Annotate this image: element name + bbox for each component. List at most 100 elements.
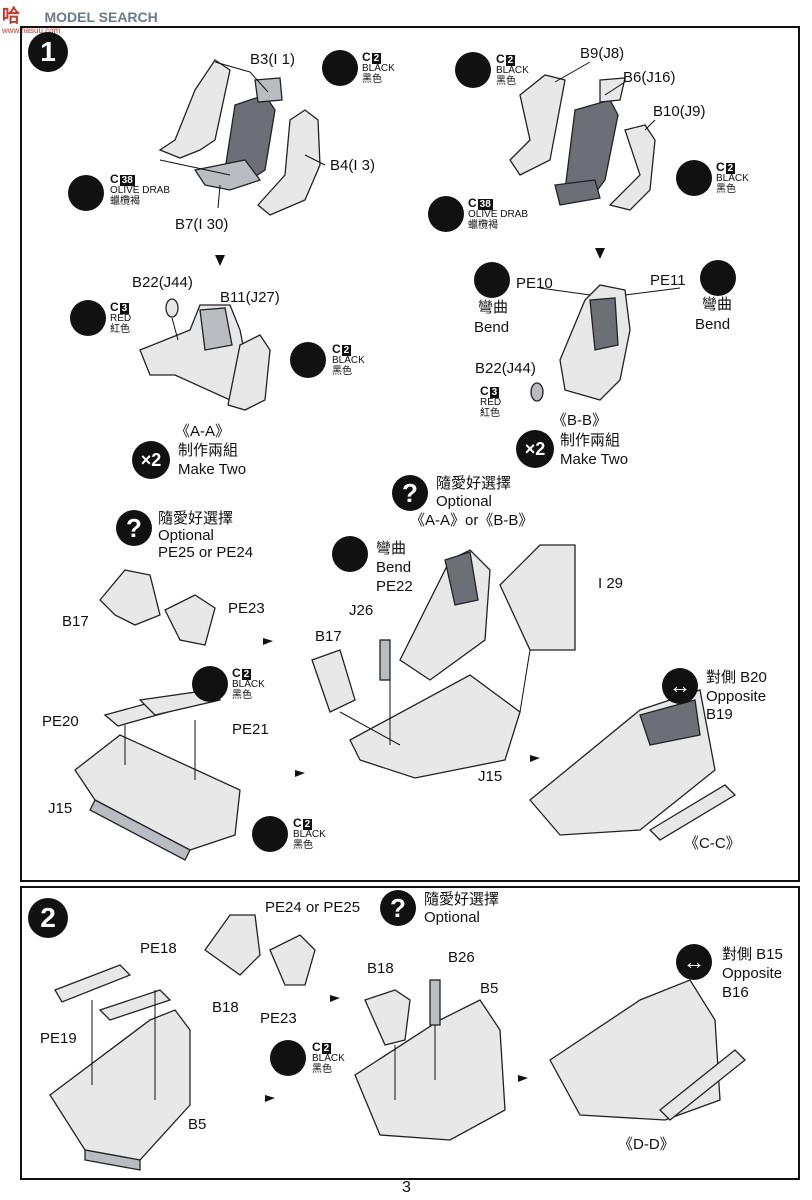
paint-num: 2 bbox=[321, 1043, 332, 1054]
watermark-brand: MODEL SEARCH bbox=[44, 9, 158, 25]
paint-en: BLACK bbox=[332, 355, 365, 366]
label-j15-b: J15 bbox=[478, 768, 503, 785]
step1-panel bbox=[20, 26, 800, 882]
paint-en: OLIVE DRAB bbox=[468, 209, 529, 220]
label-pe24-pe25: PE24 or PE25 bbox=[265, 899, 361, 916]
bend-icon bbox=[332, 536, 368, 572]
label-pe20: PE20 bbox=[42, 713, 79, 730]
label-b17-a: B17 bbox=[62, 613, 89, 630]
pe24-pe23-parts bbox=[204, 914, 316, 986]
paint-zh: 黑色 bbox=[496, 75, 516, 87]
label-b4: B4(I 3) bbox=[330, 157, 376, 174]
label-j15-a: J15 bbox=[48, 800, 73, 817]
label-b22-a: B22(J44) bbox=[132, 274, 193, 291]
label-b9: B9(J8) bbox=[580, 45, 625, 62]
label-pe10: PE10 bbox=[516, 275, 553, 292]
paint-brush-icon bbox=[192, 666, 228, 702]
label-b6: B6(J16) bbox=[623, 69, 676, 86]
paint-zh: 黑色 bbox=[232, 689, 252, 701]
paint-zh: 黑色 bbox=[362, 73, 382, 85]
label-b19: B19 bbox=[706, 706, 733, 723]
arrow-right-1 bbox=[263, 638, 273, 645]
label-b18-b: B18 bbox=[367, 960, 394, 977]
make-two-icon: ×2 bbox=[132, 441, 170, 479]
paint-code: C bbox=[110, 300, 119, 314]
arrow-right-5 bbox=[265, 1095, 275, 1102]
label-bb: 《B-B》 bbox=[552, 412, 608, 429]
bend-icon bbox=[700, 260, 736, 296]
label-dd: 《D-D》 bbox=[618, 1136, 675, 1153]
arrow-right-2 bbox=[295, 770, 305, 777]
make-two-en-1: Make Two bbox=[178, 461, 247, 478]
tub-cc-assembled bbox=[529, 689, 737, 841]
paint-num: 3 bbox=[119, 303, 130, 314]
paint-code: C bbox=[716, 160, 725, 174]
paint-zh: 黑色 bbox=[716, 183, 736, 195]
step-1-badge: 1 bbox=[28, 32, 68, 72]
step-2-badge: 2 bbox=[28, 898, 68, 938]
optional-zh-1: 隨愛好選擇 bbox=[158, 510, 234, 527]
make-two-zh-2: 制作兩組 bbox=[560, 432, 621, 449]
optional-question-icon: ? bbox=[380, 890, 416, 926]
arrow-right-3 bbox=[530, 755, 540, 762]
paint-zh: 黑色 bbox=[312, 1063, 332, 1075]
watermark: 哈 MODEL SEARCH www.hasuu.com bbox=[2, 2, 158, 35]
optional-en-2: Optional bbox=[436, 493, 492, 510]
optional-en-1: Optional bbox=[158, 527, 214, 544]
paint-brush-icon bbox=[70, 300, 106, 336]
tub-j15-left bbox=[74, 569, 241, 861]
watermark-glyph: 哈 bbox=[2, 6, 20, 26]
paint-code: C bbox=[362, 50, 371, 64]
tub-b5-center bbox=[354, 979, 506, 1141]
label-b17-b: B17 bbox=[315, 628, 342, 645]
label-pe25-pe24: PE25 or PE24 bbox=[158, 544, 254, 561]
paint-en: BLACK bbox=[312, 1053, 345, 1064]
seat-b-parts bbox=[509, 61, 656, 211]
bend-zh-1: 彎曲 bbox=[478, 299, 509, 316]
label-b5-a: B5 bbox=[188, 1116, 207, 1133]
bend-zh-3: 彎曲 bbox=[376, 540, 407, 557]
paint-code: C bbox=[293, 816, 302, 830]
paint-code: C bbox=[468, 196, 477, 210]
paint-num: 2 bbox=[505, 55, 516, 66]
seat-a-parts bbox=[158, 59, 326, 216]
label-i29: I 29 bbox=[598, 575, 624, 592]
make-two-zh-1: 制作兩組 bbox=[178, 442, 239, 459]
label-opposite-2: Opposite bbox=[722, 965, 783, 982]
paint-num: 2 bbox=[341, 345, 352, 356]
label-opposite-1: Opposite bbox=[706, 688, 767, 705]
paint-brush-icon bbox=[676, 160, 712, 196]
arrow-down-2 bbox=[595, 248, 605, 259]
optional-choice: 《A-A》or《B-B》 bbox=[410, 512, 534, 529]
label-opposite-b15: 對側 B15 bbox=[722, 946, 783, 963]
paint-brush-icon bbox=[270, 1040, 306, 1076]
bend-en-2: Bend bbox=[695, 316, 731, 333]
label-b7: B7(I 30) bbox=[175, 216, 229, 233]
label-pe22: PE22 bbox=[376, 578, 413, 595]
label-b26: B26 bbox=[448, 949, 475, 966]
label-b16: B16 bbox=[722, 984, 749, 1001]
make-two-icon: ×2 bbox=[516, 430, 554, 468]
page-number: 3 bbox=[402, 1179, 411, 1196]
paint-num: 2 bbox=[371, 53, 382, 64]
paint-brush-icon bbox=[290, 342, 326, 378]
optional-question-icon: ? bbox=[392, 475, 428, 511]
bend-zh-2: 彎曲 bbox=[702, 296, 733, 313]
paint-brush-icon bbox=[322, 50, 358, 86]
bend-en-3: Bend bbox=[376, 559, 412, 576]
paint-en: OLIVE DRAB bbox=[110, 185, 171, 196]
paint-num: 2 bbox=[725, 163, 736, 174]
paint-code: C bbox=[496, 52, 505, 66]
optional-question-icon: ? bbox=[116, 510, 152, 546]
bend-en-1: Bend bbox=[474, 319, 510, 336]
bend-icon bbox=[474, 262, 510, 298]
